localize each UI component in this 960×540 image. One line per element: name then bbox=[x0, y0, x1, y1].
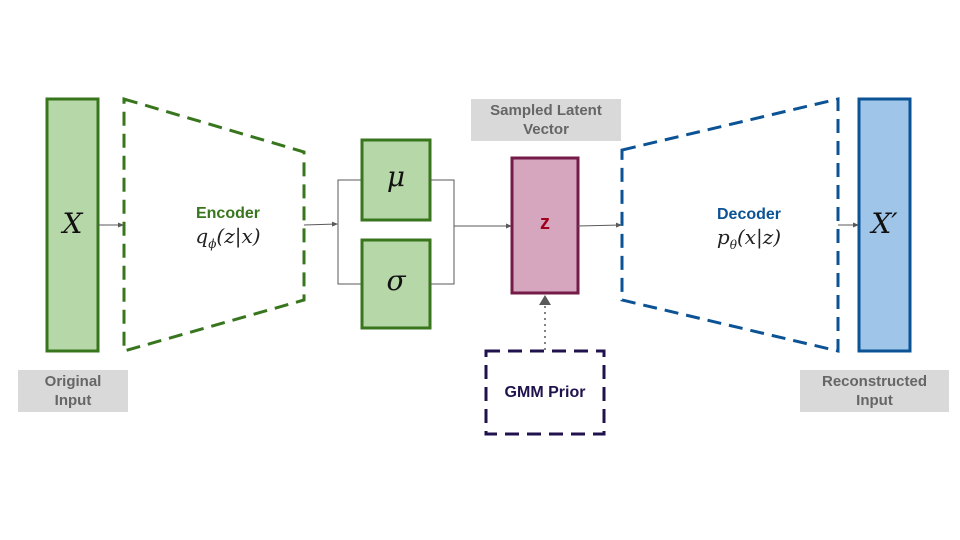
latent-caption-line1: Sampled Latent bbox=[490, 102, 602, 119]
encoder-formula-main: q bbox=[195, 224, 209, 248]
input-caption: Original Input bbox=[18, 370, 128, 412]
decoder-formula-args: (x|z) bbox=[736, 225, 782, 249]
arrow-latent-to-decoder bbox=[577, 222, 622, 228]
encoder-formula: qϕ(z|x) bbox=[168, 224, 288, 256]
connector-merge-right bbox=[430, 179, 455, 285]
decoder-formula-sub: θ bbox=[729, 238, 737, 252]
arrow-encoder-to-split bbox=[303, 221, 338, 227]
decoder-block bbox=[620, 97, 840, 353]
encoder-formula-args: (z|x) bbox=[216, 224, 261, 248]
latent-caption-line2: Vector bbox=[523, 121, 569, 138]
encoder-block bbox=[122, 96, 306, 353]
mu-block bbox=[360, 138, 432, 222]
output-symbol: X′ bbox=[871, 207, 898, 240]
latent-symbol: z bbox=[540, 212, 550, 234]
decoder-title: Decoder bbox=[716, 206, 782, 223]
latent-block bbox=[510, 156, 580, 295]
encoder-title: Encoder bbox=[195, 205, 260, 222]
decoder-formula-main: p bbox=[716, 225, 730, 249]
sigma-symbol: σ bbox=[386, 264, 406, 297]
input-block bbox=[45, 97, 100, 353]
input-caption-line2: Input bbox=[54, 392, 92, 409]
output-block bbox=[857, 97, 912, 353]
prior-block bbox=[484, 349, 606, 436]
output-caption-line2: Input bbox=[856, 392, 893, 409]
input-symbol: X bbox=[62, 207, 83, 240]
output-caption-line1: Reconstructed bbox=[821, 373, 928, 390]
input-caption-line1: Original bbox=[44, 373, 102, 390]
decoder-formula: pθ(x|z) bbox=[689, 225, 809, 257]
mu-symbol: μ bbox=[386, 160, 406, 193]
encoder-formula-sub: ϕ bbox=[208, 237, 217, 251]
prior-label: GMM Prior bbox=[504, 384, 586, 401]
connector-split-left bbox=[337, 179, 362, 285]
output-caption: Reconstructed Input bbox=[800, 370, 949, 412]
latent-caption: Sampled Latent Vector bbox=[471, 99, 621, 141]
